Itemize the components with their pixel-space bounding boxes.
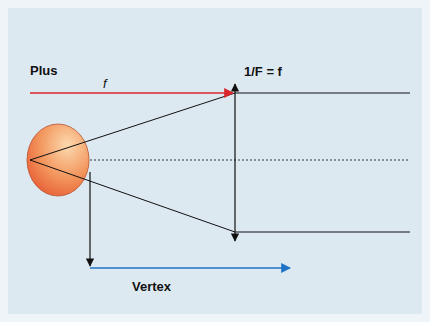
focal-length-label: f <box>103 76 107 91</box>
lens-power-label: 1/F = f <box>244 64 282 79</box>
vertex-drop-arrow <box>89 172 90 266</box>
background-panel <box>8 8 422 314</box>
vertex-arrow <box>90 267 290 268</box>
ray-line <box>235 232 410 233</box>
ray-line <box>30 160 235 232</box>
vertex-label: Vertex <box>132 279 171 294</box>
eye <box>27 124 89 196</box>
ray-line <box>30 93 235 160</box>
focal-arrow <box>30 92 233 93</box>
lens-symbol <box>234 84 235 241</box>
ray-line <box>235 93 410 94</box>
plus-label: Plus <box>30 63 57 78</box>
